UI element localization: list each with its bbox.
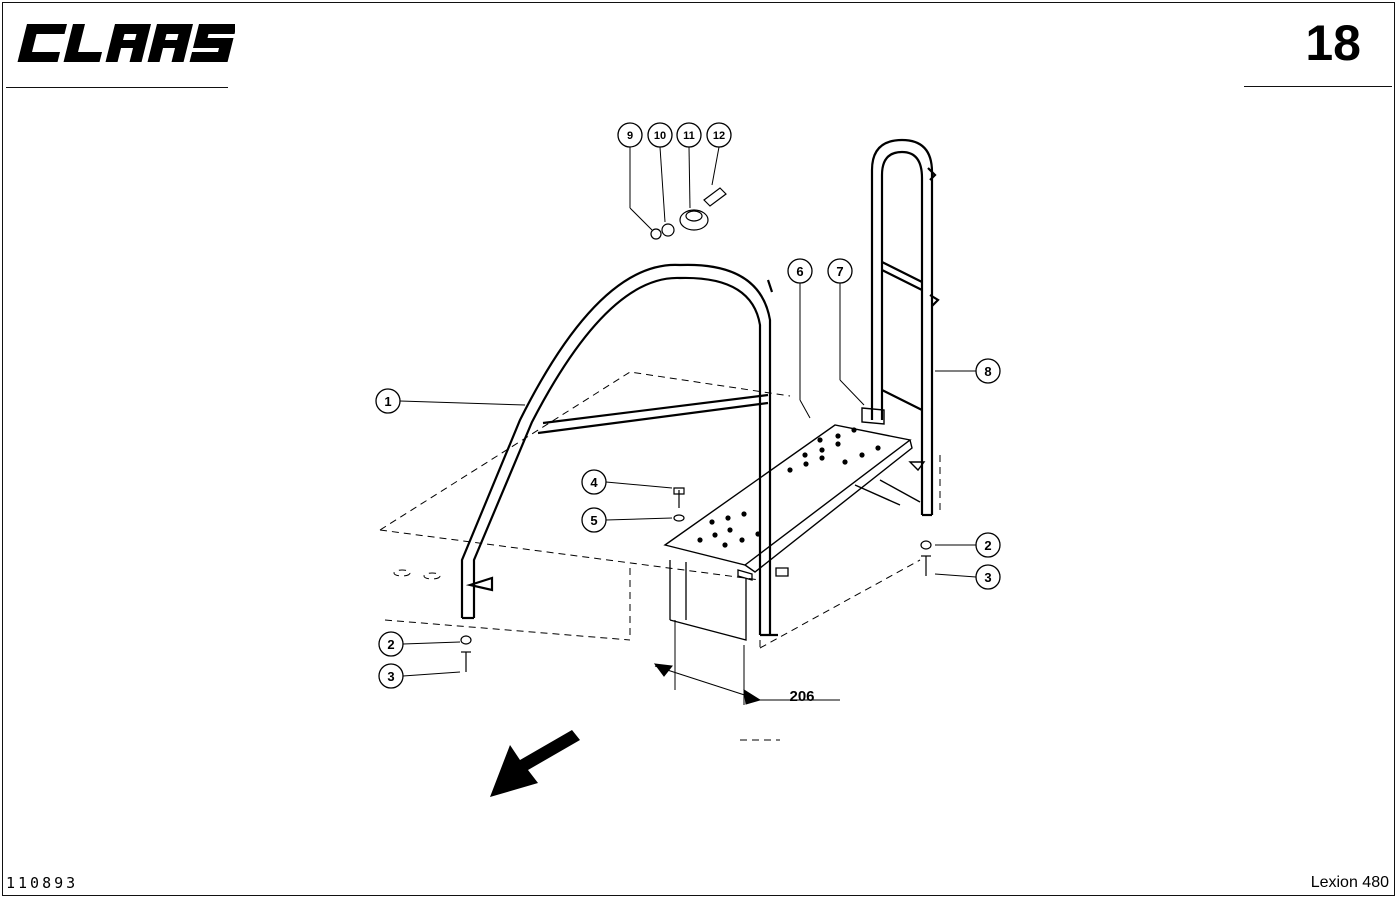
document-number: 110893 (6, 874, 79, 892)
callout-9: 9 (627, 130, 633, 142)
fasteners (460, 487, 932, 672)
claas-logo (17, 24, 235, 62)
right-handrail (870, 138, 940, 517)
callout-4: 4 (590, 475, 598, 490)
direction-arrow (490, 730, 580, 797)
callout-7: 7 (836, 264, 843, 279)
dimension-label: 206 (789, 688, 814, 705)
page-number: 18 (1305, 15, 1361, 71)
callout-3-right: 3 (984, 570, 991, 585)
hardware-parts-9-12 (650, 187, 727, 240)
callout-11: 11 (683, 130, 695, 142)
callout-3-left: 3 (387, 669, 394, 684)
left-handrail (460, 263, 778, 637)
step-platform (663, 407, 926, 573)
header-rule-left (6, 87, 228, 88)
dimension-206 (653, 620, 840, 705)
callout-2-left: 2 (387, 637, 394, 652)
callout-1: 1 (384, 394, 391, 409)
callout-2-right: 2 (984, 538, 991, 553)
callout-5: 5 (590, 513, 597, 528)
callout-10: 10 (654, 130, 666, 142)
leader-lines (399, 146, 977, 677)
callout-6: 6 (796, 264, 803, 279)
model-name: Lexion 480 (1310, 874, 1389, 891)
header-rule-right (1244, 86, 1392, 87)
machine-outline-dashed (379, 371, 941, 741)
support-post (669, 560, 789, 641)
callout-12: 12 (713, 130, 725, 142)
platform-holes (697, 427, 881, 548)
callout-8: 8 (984, 364, 991, 379)
